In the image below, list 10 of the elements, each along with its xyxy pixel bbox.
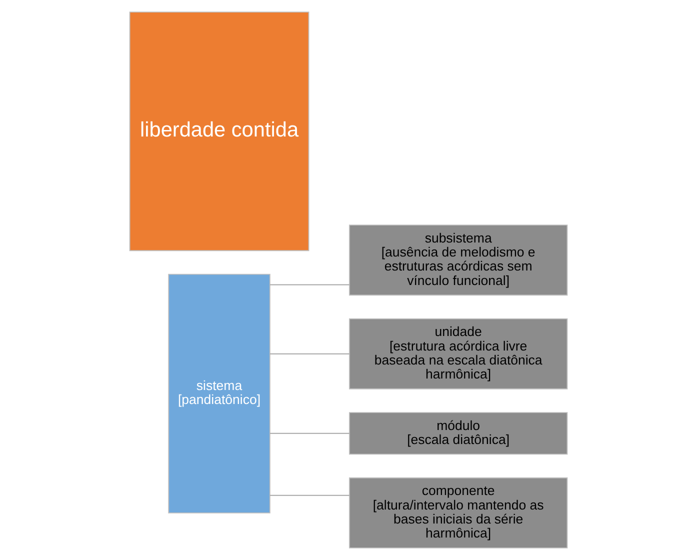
node-box: subsistema [ausência de melodismo e estruturas acórdicas sem vínculo funcional] [348, 224, 568, 296]
connector [269, 353, 350, 354]
connector [269, 494, 350, 496]
node-box: sistema [pandiatônico] [168, 274, 270, 514]
connector [269, 284, 350, 286]
node-box: unidade [estrutura acórdica livre baseada na escala diatônica harmônica] [348, 318, 568, 390]
connector [269, 432, 350, 434]
node-box: componente [altura/intervalo mantendo as bases iniciais da série harmônica] [348, 477, 568, 548]
node-box: liberdade contida [129, 12, 310, 252]
node-box: módulo [escala diatônica] [348, 412, 568, 455]
